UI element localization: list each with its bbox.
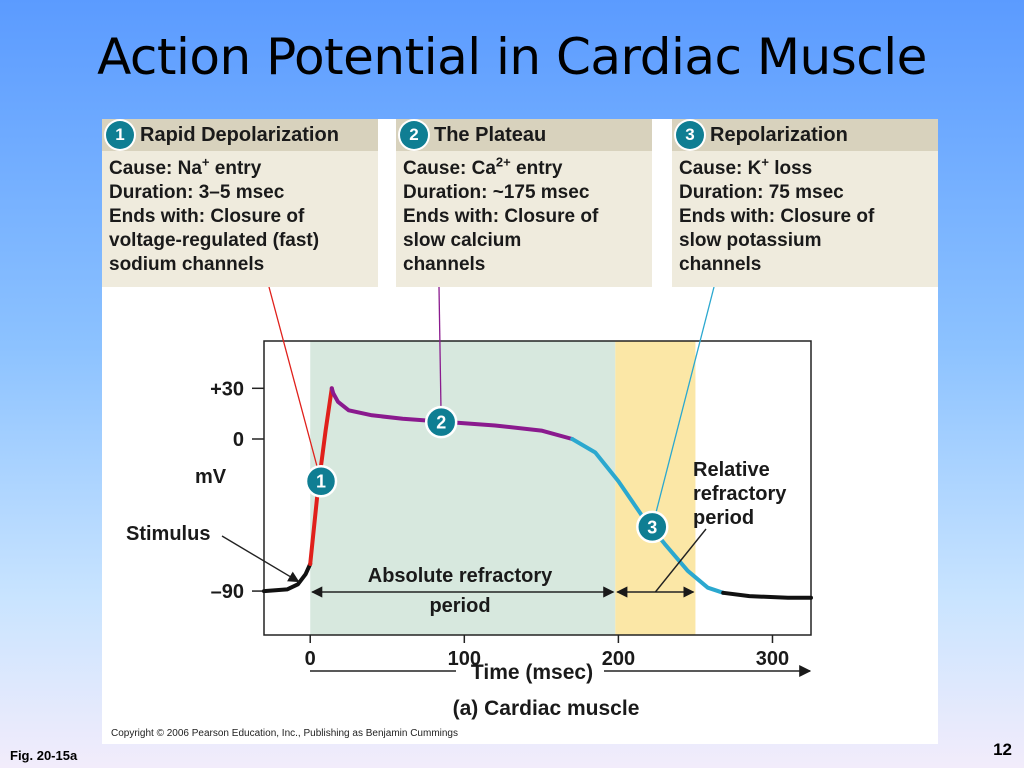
phase-3-callout-line — [651, 286, 715, 528]
x-tick-label: 100 — [448, 648, 481, 670]
phase-ends-line3: channels — [679, 254, 762, 275]
phase-title: Repolarization — [710, 123, 848, 146]
phase-header: 3 Repolarization — [672, 119, 938, 151]
phase-1-marker-label: 1 — [316, 472, 326, 492]
phase-1-marker — [304, 464, 338, 498]
phase-cause: Cause: K+ loss — [679, 154, 938, 181]
phase-duration: Duration: 75 msec — [679, 182, 844, 203]
y-tick-label: 0 — [233, 429, 244, 451]
figure-panel: +30 0 –90 0 100 200 300 1 2 3 mV Stimulus Relati… — [102, 119, 938, 744]
phase-ends-line2: slow calcium — [403, 230, 522, 251]
phase-3-marker — [636, 510, 669, 544]
phase-ends-line3: sodium channels — [109, 254, 265, 275]
cause-suffix: loss — [768, 158, 813, 179]
absolute-refractory-label-line2: period — [429, 595, 490, 617]
cause-suffix: entry — [209, 158, 262, 179]
y-tick-label: –90 — [211, 581, 244, 603]
phase-cause: Cause: Ca2+ entry — [403, 154, 652, 181]
cause-superscript: + — [761, 154, 769, 170]
absolute-refractory-label-line1: Absolute refractory — [368, 565, 553, 587]
cause-text: Cause: Na — [109, 158, 202, 179]
y-tick-label: +30 — [210, 378, 244, 400]
phase-ends-line1: Ends with: Closure of — [109, 206, 305, 227]
phase-box-rapid-depolarization: 1 Rapid Depolarization Cause: Na+ entry … — [102, 119, 378, 287]
phase-ends-line3: channels — [403, 254, 486, 275]
x-axis-label: Time (msec) — [471, 661, 593, 684]
phase-1-callout-line — [268, 286, 322, 482]
resting-curve-segment — [262, 562, 313, 594]
figure-caption: (a) Cardiac muscle — [453, 697, 640, 720]
plateau-curve-segment — [329, 386, 575, 441]
phase-header: 2 The Plateau — [396, 119, 652, 151]
cause-superscript: + — [201, 154, 210, 170]
absolute-refractory-region — [310, 341, 616, 635]
stimulus-label: Stimulus — [126, 523, 210, 545]
phase-title: Rapid Depolarization — [140, 123, 339, 146]
relative-refractory-leader — [654, 528, 707, 593]
relative-refractory-label-line2: refractory — [693, 483, 787, 505]
phase-number-badge: 2 — [400, 121, 428, 149]
phase-ends-line2: slow potassium — [679, 230, 822, 251]
phase-number-badge: 1 — [106, 121, 134, 149]
phase-duration: Duration: ~175 msec — [403, 182, 590, 203]
plot-frame — [263, 340, 812, 636]
figure-reference: Fig. 20-15a — [10, 748, 78, 763]
slide-title: Action Potential in Cardiac Muscle — [97, 28, 927, 86]
phase-number-badge: 3 — [676, 121, 704, 149]
relative-refractory-label-line3: period — [693, 507, 754, 529]
phase-details: Cause: K+ loss Duration: 75 msec Ends wi… — [672, 151, 938, 277]
phase-duration: Duration: 3–5 msec — [109, 182, 285, 203]
phase-2-marker — [424, 405, 458, 439]
stimulus-arrow — [221, 535, 300, 583]
page-number: 12 — [993, 740, 1012, 759]
phase-ends-line1: Ends with: Closure of — [403, 206, 599, 227]
phase-2-callout-line — [438, 286, 442, 423]
phase-cause: Cause: Na+ entry — [109, 154, 378, 181]
phase-ends-line1: Ends with: Closure of — [679, 206, 875, 227]
phase-box-plateau: 2 The Plateau Cause: Ca2+ entry Duration… — [396, 119, 652, 287]
x-tick-label: 200 — [602, 648, 635, 670]
resting-curve-segment — [721, 590, 813, 600]
x-tick-label: 0 — [305, 648, 316, 670]
cause-superscript: 2+ — [495, 154, 511, 170]
depolarization-curve-segment — [308, 386, 334, 566]
phase-header: 1 Rapid Depolarization — [102, 119, 378, 151]
y-axis-label: mV — [195, 466, 227, 488]
cause-text: Cause: Ca — [403, 158, 496, 179]
copyright-notice: Copyright © 2006 Pearson Education, Inc.… — [111, 728, 458, 739]
relative-refractory-label-line1: Relative — [693, 459, 770, 481]
phase-details: Cause: Na+ entry Duration: 3–5 msec Ends… — [102, 151, 378, 277]
action-potential-chart: +30 0 –90 0 100 200 300 1 2 3 mV Stimulus Relati… — [126, 286, 813, 720]
relative-refractory-region — [615, 341, 696, 635]
phase-details: Cause: Ca2+ entry Duration: ~175 msec En… — [396, 151, 652, 277]
cause-text: Cause: K — [679, 158, 762, 179]
phase-title: The Plateau — [434, 123, 547, 146]
phase-3-marker-label: 3 — [647, 517, 657, 537]
phase-ends-line2: voltage-regulated (fast) — [109, 230, 320, 251]
phase-2-marker-label: 2 — [436, 413, 446, 433]
x-tick-label: 300 — [756, 648, 789, 670]
phase-box-repolarization: 3 Repolarization Cause: K+ loss Duration… — [672, 119, 938, 287]
cause-suffix: entry — [510, 158, 563, 179]
